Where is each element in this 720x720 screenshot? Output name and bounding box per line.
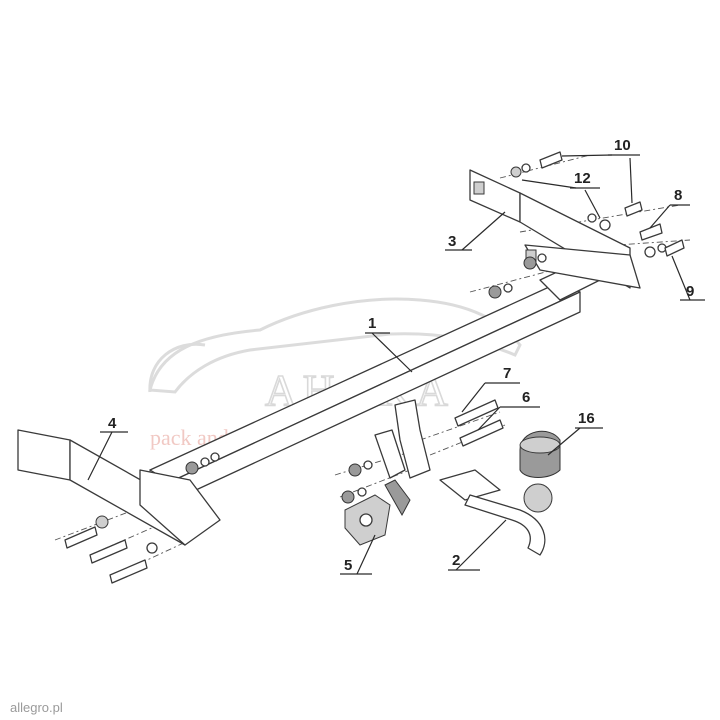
callout-9-label: 9	[686, 283, 694, 300]
bolt-10-lower	[587, 201, 643, 231]
callout-6: 6	[477, 389, 540, 431]
bolt-10-top	[510, 151, 563, 178]
callout-4: 4	[87, 415, 128, 481]
callout-1: 1	[365, 315, 413, 373]
callout-16: 16	[547, 410, 603, 456]
callout-10: 10	[561, 137, 640, 204]
callout-2: 2	[448, 519, 507, 571]
bolt-9	[664, 239, 685, 257]
callout-9: 9	[671, 255, 705, 301]
watermark-car-outline-icon	[148, 297, 522, 394]
center-nuts	[341, 460, 373, 504]
callout-4-label: 4	[108, 415, 117, 432]
part-4-left-bracket	[17, 429, 221, 546]
left-nuts	[185, 452, 220, 475]
callout-8-label: 8	[674, 187, 682, 204]
right-nuts	[488, 253, 547, 299]
callout-3: 3	[445, 211, 506, 251]
callout-8: 8	[649, 187, 690, 229]
bolt-8	[639, 223, 667, 258]
part-16-ball-cap	[519, 430, 561, 478]
callout-6-label: 6	[522, 389, 530, 406]
callout-10-label: 10	[614, 137, 631, 154]
callouts: 1 2 3 4 5 6 7	[87, 137, 705, 575]
callout-5-label: 5	[344, 557, 352, 574]
watermark: AHAKA pack and travel	[148, 297, 522, 450]
callout-2-label: 2	[452, 552, 460, 569]
callout-7: 7	[461, 365, 520, 413]
part-2-tow-neck	[439, 469, 553, 556]
left-bolts	[64, 515, 158, 584]
callout-12: 12	[521, 170, 601, 219]
part-5-socket-plate	[344, 479, 411, 546]
fasteners	[64, 151, 685, 584]
callout-12-label: 12	[574, 170, 591, 187]
image-credit: allegro.pl	[10, 700, 63, 715]
callout-16-label: 16	[578, 410, 595, 427]
part-3-right-bracket	[469, 169, 641, 289]
callout-7-label: 7	[503, 365, 511, 382]
callout-5: 5	[340, 534, 376, 575]
callout-3-label: 3	[448, 233, 456, 250]
part-7-6-mount-plate	[374, 399, 504, 479]
callout-1-label: 1	[368, 315, 376, 332]
